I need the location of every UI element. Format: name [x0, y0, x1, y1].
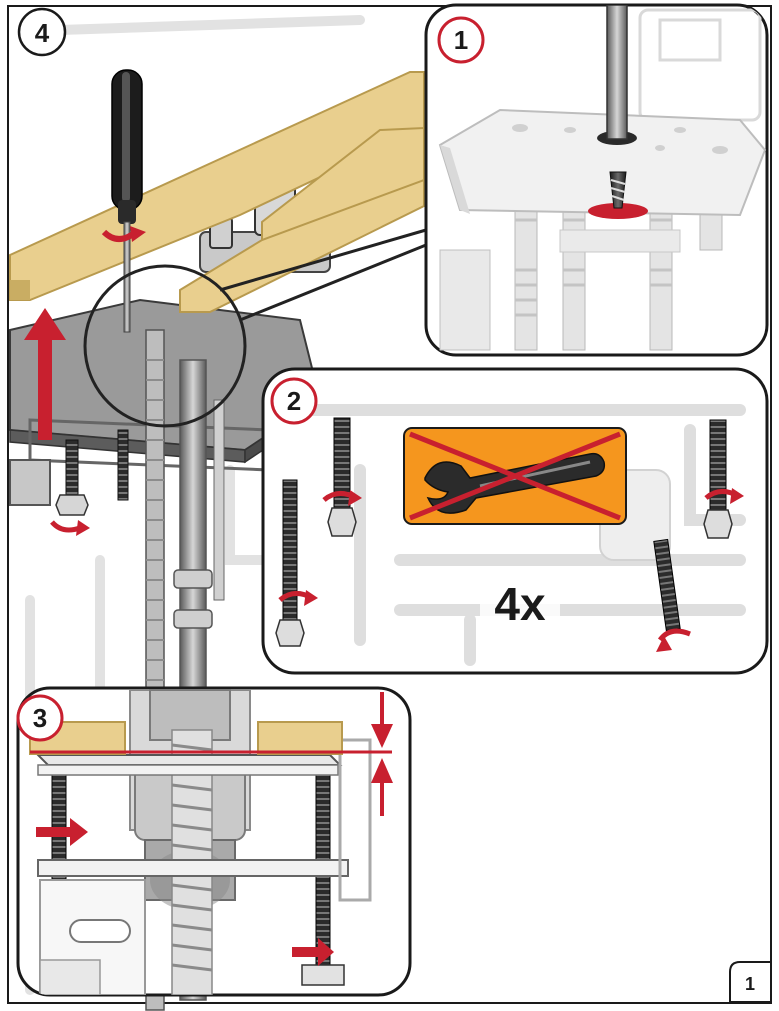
inset-step-3: 3: [16, 686, 412, 997]
step-badge-2: [270, 377, 318, 425]
bolt: [327, 417, 357, 537]
step-number-3: 3: [33, 703, 47, 733]
step-badge-1: [437, 16, 485, 64]
page-number-box: 1: [729, 961, 772, 1003]
page-number: 1: [745, 974, 755, 994]
lift-up-arrow-icon: [24, 308, 66, 440]
push-arrow-icon: [36, 818, 334, 966]
step-badge-3: [16, 694, 64, 742]
no-wrench-warning-icon: [403, 427, 627, 525]
inset-step-1: 1: [424, 3, 769, 357]
step-number-2: 2: [287, 386, 301, 416]
zoom-circle: [83, 264, 247, 428]
step-badge-4: [17, 7, 67, 57]
step-number-4: 4: [35, 18, 50, 48]
inset-step-2: 4x 2: [261, 367, 769, 675]
step-number-1: 1: [454, 25, 468, 55]
bolt: [703, 419, 733, 539]
bolt: [275, 479, 305, 647]
gap-indicator-arrows-icon: [371, 692, 393, 816]
wooden-frame: [9, 71, 425, 313]
quantity-label: 4x: [494, 578, 546, 630]
